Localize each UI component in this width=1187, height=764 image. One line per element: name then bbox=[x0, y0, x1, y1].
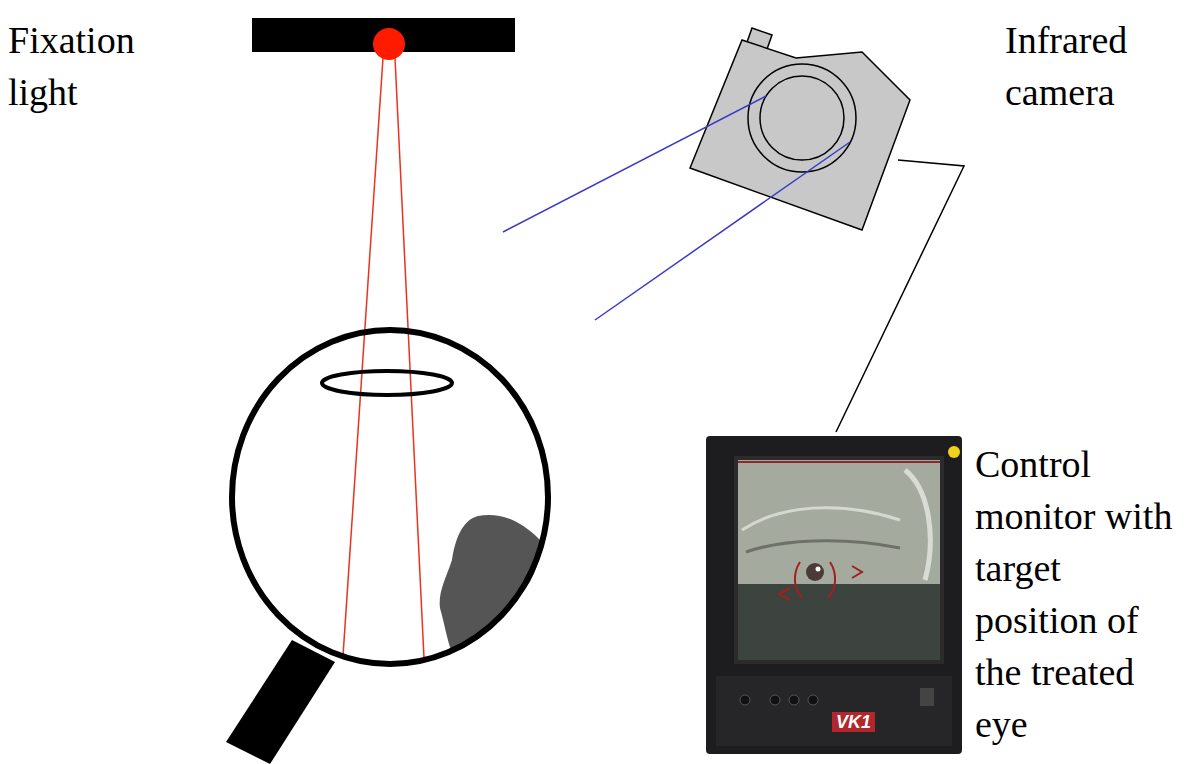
light-ray bbox=[395, 58, 424, 658]
lens bbox=[322, 371, 452, 395]
view-line bbox=[503, 96, 766, 232]
part-label: Infrared camera bbox=[1005, 14, 1175, 118]
fixation-light bbox=[373, 28, 405, 60]
light-ray bbox=[343, 58, 383, 656]
view-line bbox=[595, 142, 850, 320]
brand-label: VK1 bbox=[832, 712, 875, 732]
part-label: Fixation light bbox=[8, 14, 168, 118]
applicator bbox=[226, 640, 335, 764]
control-monitor bbox=[706, 436, 962, 754]
eye-globe bbox=[232, 330, 548, 664]
infrared-camera bbox=[690, 28, 910, 230]
part-label: Control monitor with target position of … bbox=[975, 438, 1183, 750]
cable bbox=[836, 160, 964, 432]
